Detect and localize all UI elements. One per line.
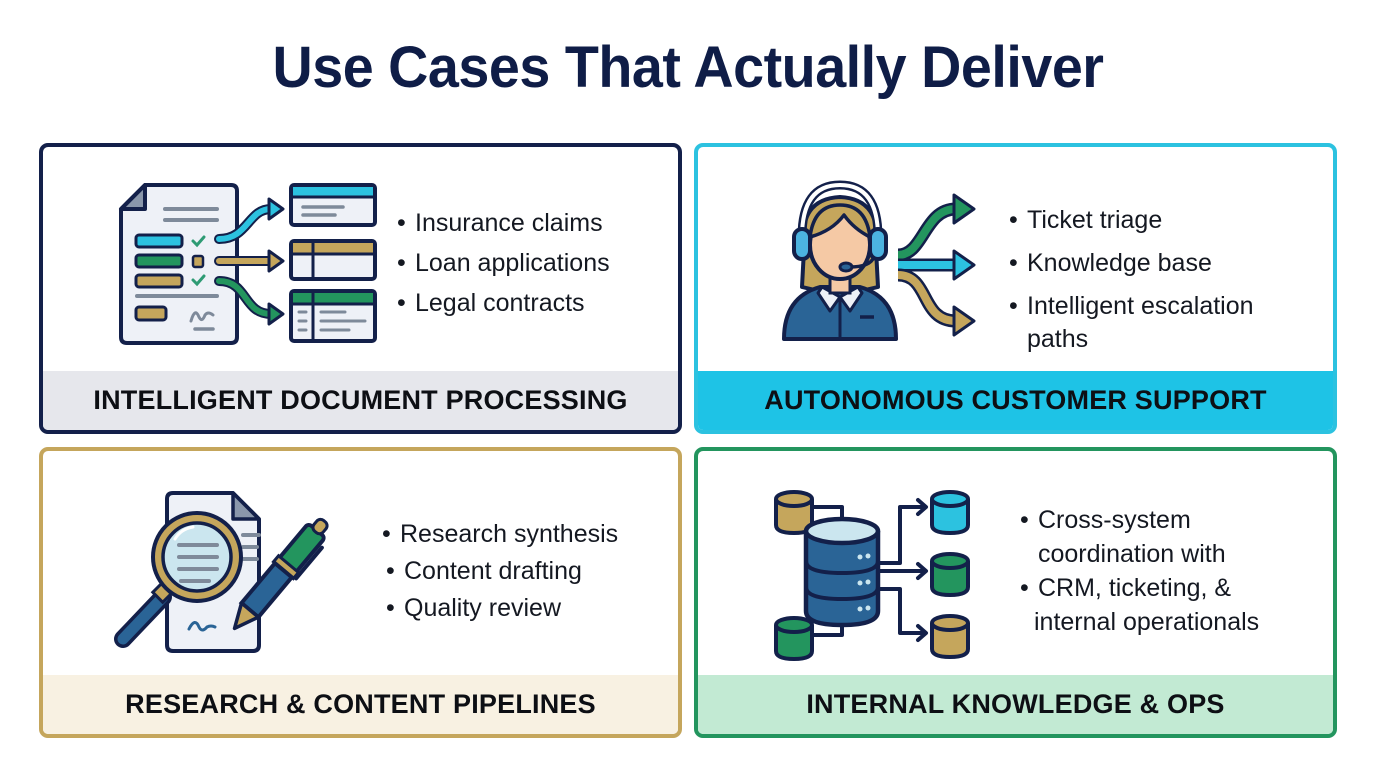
bullet-item: Loan applications (397, 243, 610, 283)
bullet-list: Research synthesis Content drafting Qual… (382, 516, 618, 627)
bullet-item: CRM, ticketing, & (1020, 571, 1259, 605)
page-title: Use Cases That Actually Deliver (272, 35, 1104, 100)
card-knowledge-ops: Cross-system coordination with CRM, tick… (694, 447, 1337, 738)
bullet-item-continuation: internal operationals (1034, 608, 1260, 636)
bullet-item: Ticket triage (1009, 199, 1254, 242)
database-network-icon (774, 490, 970, 661)
bullet-item-continuation: paths (1027, 325, 1089, 353)
bullet-item: Content drafting (386, 553, 618, 590)
bullet-item-continuation: coordination with (1038, 540, 1226, 568)
bullet-list: Ticket triage Knowledge base Intelligent… (1009, 199, 1254, 361)
bullet-list: Cross-system coordination with CRM, tick… (1020, 503, 1259, 639)
bullet-item: Cross-system (1020, 503, 1259, 537)
card-customer-support: Ticket triage Knowledge base Intelligent… (694, 143, 1337, 434)
bullet-item: Legal contracts (397, 283, 610, 323)
card-heading: INTERNAL KNOWLEDGE & OPS (698, 675, 1333, 734)
bullet-item: Knowledge base (1009, 242, 1254, 285)
bullet-item: Quality review (386, 590, 618, 627)
card-research-content: Research synthesis Content drafting Qual… (39, 447, 682, 738)
bullet-item: Research synthesis (382, 516, 618, 553)
card-heading: AUTONOMOUS CUSTOMER SUPPORT (698, 371, 1333, 430)
bullet-list: Insurance claims Loan applications Legal… (397, 203, 610, 323)
document-extraction-icon (119, 183, 377, 345)
card-heading: INTELLIGENT DOCUMENT PROCESSING (43, 371, 678, 430)
support-agent-headset-icon (782, 180, 976, 341)
magnifier-pen-document-icon (114, 491, 329, 653)
bullet-item: Intelligent escalation (1009, 285, 1254, 328)
card-document-processing: Insurance claims Loan applications Legal… (39, 143, 682, 434)
bullet-item: Insurance claims (397, 203, 610, 243)
card-heading: RESEARCH & CONTENT PIPELINES (43, 675, 678, 734)
